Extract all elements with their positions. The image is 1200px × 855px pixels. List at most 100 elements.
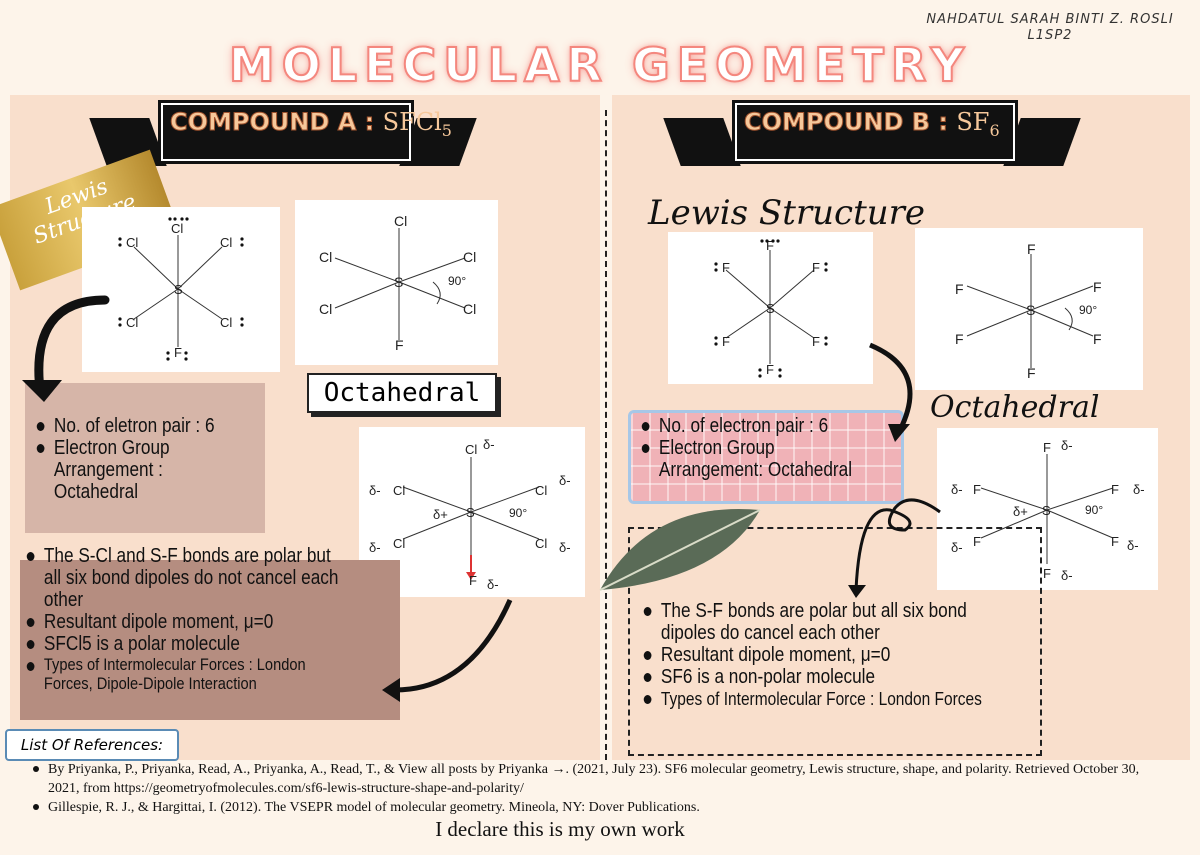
declaration: I declare this is my own work <box>435 817 685 841</box>
svg-text:Cl: Cl <box>319 301 332 317</box>
compound-b-lewis-diagram: S F F F F F F <box>714 238 828 378</box>
svg-text:F: F <box>1111 534 1119 549</box>
compound-b-lewis-label: Lewis Structure <box>648 193 926 233</box>
atom-f-bottom: F <box>174 345 182 360</box>
compound-a-polarity-list: The S-Cl and S-F bonds are polar but all… <box>25 545 395 693</box>
svg-text:δ-: δ- <box>559 540 571 555</box>
svg-text:Cl: Cl <box>393 536 405 551</box>
svg-text:F: F <box>722 260 730 275</box>
svg-text:F: F <box>1093 279 1102 295</box>
compound-a-3d-structure: S Cl Cl Cl Cl Cl F 90° <box>295 200 498 365</box>
svg-text:F: F <box>955 331 964 347</box>
compound-b-dipole-structure: S F F F F F F δ+ 90° δ- δ- δ- δ- δ- δ- <box>937 428 1158 590</box>
svg-text:δ-: δ- <box>483 437 495 452</box>
svg-text:δ-: δ- <box>559 473 571 488</box>
compound-b-bond-polarity: The S-F bonds are polar but all six bond… <box>642 600 1012 644</box>
reference-item: By Priyanka, P., Priyanka, Read, A., Pri… <box>30 760 1170 798</box>
author-block: NAHDATUL SARAH BINTI Z. ROSLI L1SP2 <box>905 12 1195 44</box>
atom-cl-lower-right: Cl <box>220 315 232 330</box>
svg-text:90°: 90° <box>1085 503 1103 517</box>
compound-a-formula: SFCl5 <box>382 108 452 140</box>
svg-text:δ-: δ- <box>487 577 499 592</box>
compound-a-molecule-polarity: SFCl5 is a polar molecule <box>25 633 343 655</box>
svg-text:Cl: Cl <box>393 483 405 498</box>
references-label: List Of References: <box>5 729 179 761</box>
svg-text:90°: 90° <box>1079 303 1097 317</box>
atom-cl-upper-left: Cl <box>126 235 138 250</box>
svg-text:δ-: δ- <box>1127 538 1139 553</box>
atom-cl-top: Cl <box>171 221 183 236</box>
page-title: MOLECULAR GEOMETRY <box>228 37 972 93</box>
svg-text:90°: 90° <box>448 274 466 288</box>
compound-b-dipole-diagram: S F F F F F F δ+ 90° δ- δ- δ- δ- δ- δ- <box>951 438 1145 583</box>
author-class: L1SP2 <box>1027 28 1073 43</box>
svg-text:F: F <box>766 362 774 377</box>
svg-text:F: F <box>955 281 964 297</box>
svg-text:S: S <box>766 301 775 316</box>
compound-b-shape-label: Octahedral <box>930 390 1100 425</box>
compound-a-lewis-structure: S Cl Cl Cl Cl Cl F <box>82 207 280 372</box>
compound-a-electron-list: No. of eletron pair : 6 Electron Group A… <box>35 415 285 503</box>
svg-text:F: F <box>812 260 820 275</box>
svg-text:Cl: Cl <box>319 249 332 265</box>
compound-a-shape-label: Octahedral <box>307 373 497 413</box>
compound-b-lewis-structure: S F F F F F F <box>668 232 873 384</box>
svg-text:90°: 90° <box>509 506 527 520</box>
compound-b-dipole-moment: Resultant dipole moment, μ=0 <box>642 644 1012 666</box>
compound-a-polarity-box <box>20 560 400 720</box>
svg-text:F: F <box>812 334 820 349</box>
compound-a-electron-arrangement: Electron Group Arrangement : Octahedral <box>35 437 250 503</box>
compound-b-electron-list: No. of electron pair : 6 Electron Group … <box>640 415 910 481</box>
svg-text:Cl: Cl <box>535 536 547 551</box>
svg-text:F: F <box>1027 365 1036 381</box>
compound-a-label: COMPOUND A : <box>169 108 375 137</box>
svg-text:Cl: Cl <box>463 301 476 317</box>
compound-a-lewis-diagram: S Cl Cl Cl Cl Cl F <box>118 217 244 361</box>
svg-text:δ-: δ- <box>1061 568 1073 583</box>
svg-text:Cl: Cl <box>463 249 476 265</box>
atom-cl-lower-left: Cl <box>126 315 138 330</box>
svg-text:F: F <box>722 334 730 349</box>
compound-b-formula: SF6 <box>956 108 1000 140</box>
svg-text:δ-: δ- <box>369 483 381 498</box>
compound-a-bond-polarity: The S-Cl and S-F bonds are polar but all… <box>25 545 343 611</box>
compound-b-polarity-list: The S-F bonds are polar but all six bond… <box>642 600 1072 710</box>
compound-b-banner: COMPOUND B : SF6 <box>663 100 1081 180</box>
compound-a-intermolecular-forces: Types of Intermolecular Forces : London … <box>25 655 343 693</box>
lone-pair-dots <box>118 217 244 361</box>
svg-text:F: F <box>395 337 404 353</box>
compound-a-electron-box <box>25 383 265 533</box>
compound-b-electron-pair: No. of electron pair : 6 <box>640 415 872 437</box>
compound-b-molecule-polarity: SF6 is a non-polar molecule <box>642 666 1012 688</box>
compound-a-electron-pair: No. of eletron pair : 6 <box>35 415 250 437</box>
svg-text:F: F <box>973 534 981 549</box>
svg-text:F: F <box>766 238 774 253</box>
reference-item: Gillespie, R. J., & Hargittai, I. (2012)… <box>30 798 1170 817</box>
svg-text:δ+: δ+ <box>1013 504 1028 519</box>
compound-a-dipole-diagram: S Cl Cl Cl Cl Cl F δ+ 90° δ- δ- δ- δ- δ-… <box>369 437 571 592</box>
compound-a-octahedral-diagram: S Cl Cl Cl Cl Cl F 90° <box>319 213 476 353</box>
svg-text:Cl: Cl <box>465 442 477 457</box>
compound-b-3d-structure: S F F F F F F 90° <box>915 228 1143 390</box>
atom-cl-upper-right: Cl <box>220 235 232 250</box>
references-list: By Priyanka, P., Priyanka, Read, A., Pri… <box>30 760 1170 817</box>
compound-b-electron-box <box>628 410 904 504</box>
svg-text:δ+: δ+ <box>433 507 448 522</box>
compound-b-polarity-box <box>628 527 1042 756</box>
svg-text:F: F <box>469 573 477 588</box>
svg-text:δ-: δ- <box>951 482 963 497</box>
author-name: NAHDATUL SARAH BINTI Z. ROSLI <box>926 12 1174 27</box>
svg-text:S: S <box>466 505 475 520</box>
svg-text:S: S <box>1042 503 1051 518</box>
compound-b-electron-arrangement: Electron Group Arrangement: Octahedral <box>640 437 872 481</box>
compound-b-label: COMPOUND B : <box>744 108 949 137</box>
compound-b-octahedral-diagram: S F F F F F F 90° <box>955 241 1102 381</box>
svg-text:δ-: δ- <box>951 540 963 555</box>
svg-text:S: S <box>1026 302 1035 318</box>
svg-text:F: F <box>1093 331 1102 347</box>
svg-text:Cl: Cl <box>394 213 407 229</box>
svg-text:F: F <box>1043 440 1051 455</box>
svg-text:δ-: δ- <box>369 540 381 555</box>
center-divider <box>605 110 607 760</box>
